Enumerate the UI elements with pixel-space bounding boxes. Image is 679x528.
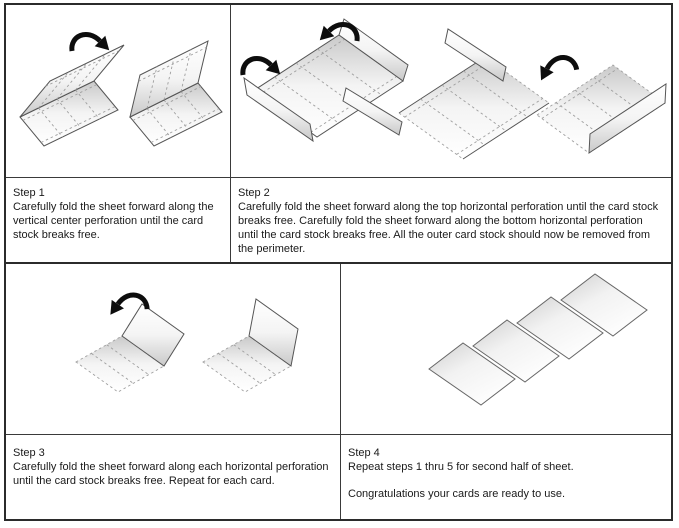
detached-strip: [444, 28, 507, 82]
perforation-lines: [258, 38, 397, 133]
step3-caption: Step 3 Carefully fold the sheet forward …: [6, 435, 340, 488]
perforation-lines: [398, 56, 550, 160]
step1-illustration: [6, 5, 230, 178]
card: [516, 296, 604, 360]
step-text: Carefully fold the sheet forward along t…: [238, 201, 659, 255]
fold-arrow-icon: [243, 58, 280, 75]
step2-illustration: [231, 18, 671, 178]
sheet-with-card-folding: [75, 303, 185, 393]
instruction-sheet: Step 1 Carefully fold the sheet forward …: [4, 3, 673, 521]
step2-caption: Step 2 Carefully fold the sheet forward …: [231, 178, 671, 256]
congratulations-text: Congratulations your cards are ready to …: [348, 488, 566, 500]
perforation-lines: [138, 46, 207, 109]
bottom-flap: [243, 76, 314, 143]
step4-caption: Step 4 Repeat steps 1 thru 5 for second …: [341, 435, 671, 501]
card: [472, 319, 560, 383]
step1-caption: Step 1 Carefully fold the sheet forward …: [6, 178, 230, 242]
card: [428, 342, 516, 406]
panel-step-4: Step 4 Repeat steps 1 thru 5 for second …: [341, 264, 671, 519]
perforation-lines: [202, 335, 292, 393]
step-label: Step 3: [13, 447, 45, 459]
sheet-with-front-flap: [536, 64, 667, 154]
perforation-lines: [38, 49, 120, 109]
fold-arrow-icon: [72, 34, 109, 51]
half-folded-sheet: [129, 40, 223, 147]
half-folded-sheet: [19, 44, 125, 147]
step4-illustration: [341, 273, 671, 435]
panel-step-2: Step 2 Carefully fold the sheet forward …: [231, 5, 671, 264]
step-label: Step 2: [238, 187, 270, 199]
card: [560, 273, 648, 337]
fold-arrow-icon: [536, 54, 577, 81]
step-label: Step 1: [13, 187, 45, 199]
raised-card: [248, 298, 299, 367]
sheet-with-card-folding: [202, 298, 299, 393]
step-text: Repeat steps 1 thru 5 for second half of…: [348, 461, 574, 473]
step-text: Carefully fold the sheet forward along e…: [13, 461, 329, 487]
panel-step-3: Step 3 Carefully fold the sheet forward …: [6, 264, 341, 519]
separated-cards: [428, 273, 648, 406]
front-flap: [588, 83, 667, 154]
step-text: Carefully fold the sheet forward along t…: [13, 201, 214, 241]
step3-illustration: [6, 264, 340, 435]
perforation-lines: [75, 335, 165, 393]
panel-step-1: Step 1 Carefully fold the sheet forward …: [6, 5, 231, 264]
step-label: Step 4: [348, 447, 380, 459]
raised-card: [121, 303, 185, 367]
sheet-with-detached-strips: [342, 28, 550, 160]
detached-strip: [342, 87, 403, 136]
